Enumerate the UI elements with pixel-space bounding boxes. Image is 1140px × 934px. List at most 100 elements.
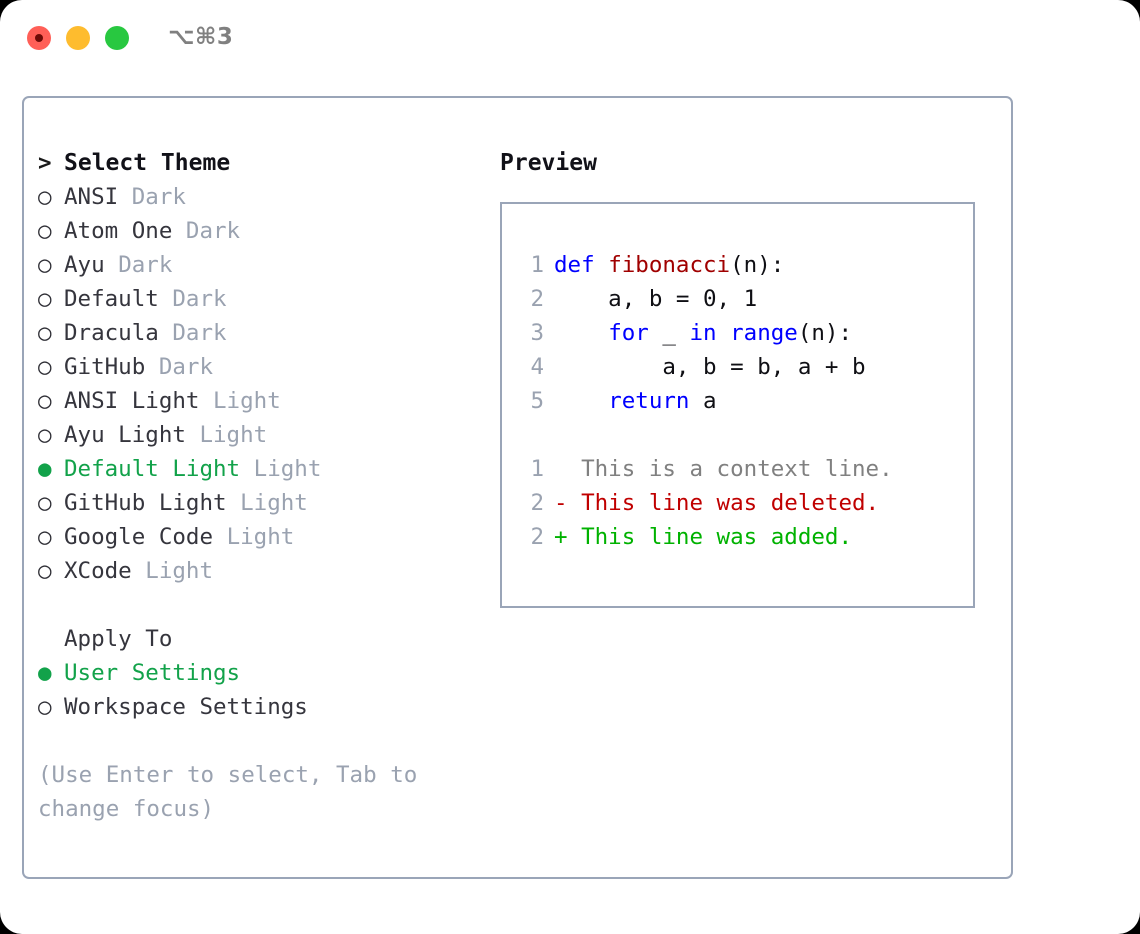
label-gap — [172, 214, 186, 248]
label-gap — [186, 418, 200, 452]
theme-list-item[interactable]: ○ XCode Light — [38, 554, 498, 588]
apply-to-label: User Settings — [64, 660, 241, 686]
radio-unselected-icon[interactable]: ○ — [38, 524, 52, 550]
label-gap — [240, 452, 254, 486]
cursor-marker-icon: > — [38, 150, 52, 176]
code-text: - This line was deleted. — [554, 486, 879, 520]
diff-line: 2 - This line was deleted. — [516, 486, 967, 520]
code-token: (n): — [730, 252, 785, 278]
theme-list-item[interactable]: ○Default Dark — [38, 282, 498, 316]
label-gap — [145, 350, 159, 384]
code-token: return — [608, 388, 690, 414]
code-token — [717, 320, 731, 346]
code-line: 5 return a — [516, 384, 967, 418]
code-text: a, b = b, a + b — [554, 350, 866, 384]
radio-unselected-icon[interactable]: ○ — [38, 218, 52, 244]
theme-list-item[interactable]: ○ ANSI Dark — [38, 180, 498, 214]
theme-mode-tag: Dark — [158, 354, 214, 380]
theme-list-item[interactable]: ○GitHub Light Light — [38, 486, 498, 520]
theme-list-item[interactable]: ○ GitHub Dark — [38, 350, 498, 384]
apply-to-option[interactable]: ● User Settings — [38, 656, 498, 690]
code-line: 4 a, b = b, a + b — [516, 350, 967, 384]
theme-list: ○ANSI Dark○Atom One Dark○Ayu Dark○Defaul… — [38, 180, 498, 588]
theme-list-item[interactable]: ○ Google Code Light — [38, 520, 498, 554]
code-line: 3 for _ in range(n): — [516, 316, 967, 350]
theme-name-label: Atom One — [64, 218, 173, 244]
theme-mode-tag: Light — [240, 490, 308, 516]
theme-name-label: ANSI Light — [64, 388, 200, 414]
label-gap — [159, 282, 173, 316]
line-number: 5 — [530, 388, 544, 414]
code-text: a, b = 0, 1 — [554, 282, 757, 316]
radio-unselected-icon[interactable]: ○ — [38, 184, 52, 210]
theme-name-label: GitHub — [64, 354, 146, 380]
theme-mode-tag: Light — [226, 524, 295, 550]
radio-unselected-icon[interactable]: ○ — [38, 490, 52, 516]
select-theme-title: Select Theme — [64, 150, 231, 176]
line-number: 1 — [530, 252, 544, 278]
radio-selected-icon[interactable]: ● — [38, 660, 52, 686]
maximize-button[interactable] — [105, 26, 129, 50]
code-token: - This line was deleted. — [554, 490, 880, 516]
theme-name-label: Ayu Light — [64, 422, 186, 448]
code-token: a — [689, 388, 717, 414]
code-token: range — [730, 320, 798, 346]
apply-to-list: ● User Settings ○Workspace Settings — [38, 656, 498, 724]
radio-unselected-icon[interactable]: ○ — [38, 694, 52, 720]
code-token — [554, 388, 608, 414]
line-number: 1 — [530, 456, 544, 482]
label-gap — [227, 486, 241, 520]
preview-title: Preview — [500, 150, 597, 176]
code-line: 2 a, b = 0, 1 — [516, 282, 967, 316]
theme-name-label: Google Code — [64, 524, 214, 550]
theme-list-item[interactable]: ● Default Light Light — [38, 452, 498, 486]
diff-line: 1 This is a context line. — [516, 452, 967, 486]
theme-mode-tag: Dark — [131, 184, 186, 210]
select-theme-header: > Select Theme — [38, 146, 498, 180]
theme-name-label: XCode — [64, 558, 132, 584]
apply-to-title: Apply To — [64, 626, 173, 652]
apply-to-option[interactable]: ○Workspace Settings — [38, 690, 498, 724]
radio-unselected-icon[interactable]: ○ — [38, 286, 52, 312]
theme-mode-tag: Light — [213, 388, 281, 414]
code-text: for _ in range(n): — [554, 316, 852, 350]
theme-mode-tag: Dark — [185, 218, 241, 244]
label-gap — [132, 554, 146, 588]
theme-name-label: Default Light — [64, 456, 241, 482]
minimize-button[interactable] — [66, 26, 90, 50]
label-gap — [159, 316, 173, 350]
radio-unselected-icon[interactable]: ○ — [38, 422, 52, 448]
theme-list-item[interactable]: ○Ayu Dark — [38, 248, 498, 282]
radio-selected-icon[interactable]: ● — [38, 456, 52, 482]
theme-mode-tag: Dark — [172, 320, 227, 346]
theme-picker-column: > Select Theme ○ANSI Dark○Atom One Dark○… — [38, 146, 498, 826]
label-gap — [199, 384, 213, 418]
theme-name-label: ANSI — [64, 184, 119, 210]
theme-name-label: Default — [64, 286, 159, 312]
theme-mode-tag: Light — [253, 456, 322, 482]
code-token: fibonacci — [608, 252, 731, 278]
theme-mode-tag: Light — [145, 558, 214, 584]
line-number: 2 — [530, 490, 544, 516]
keyboard-hint-text: (Use Enter to select, Tab to change focu… — [38, 762, 418, 822]
theme-list-item[interactable]: ○Ayu Light Light — [38, 418, 498, 452]
code-token: a, b = b, a + b — [554, 354, 866, 380]
radio-unselected-icon[interactable]: ○ — [38, 558, 52, 584]
radio-unselected-icon[interactable]: ○ — [38, 320, 52, 346]
theme-list-item[interactable]: ○Dracula Dark — [38, 316, 498, 350]
theme-list-item[interactable]: ○ Atom One Dark — [38, 214, 498, 248]
theme-list-item[interactable]: ○ ANSI Light Light — [38, 384, 498, 418]
line-number: 2 — [530, 524, 544, 550]
code-token: + This line was added. — [554, 524, 853, 550]
close-button[interactable] — [27, 26, 51, 50]
code-token — [554, 320, 608, 346]
radio-unselected-icon[interactable]: ○ — [38, 252, 52, 278]
radio-unselected-icon[interactable]: ○ — [38, 354, 52, 380]
diff-line: 2 + This line was added. — [516, 520, 967, 554]
radio-unselected-icon[interactable]: ○ — [38, 388, 52, 414]
